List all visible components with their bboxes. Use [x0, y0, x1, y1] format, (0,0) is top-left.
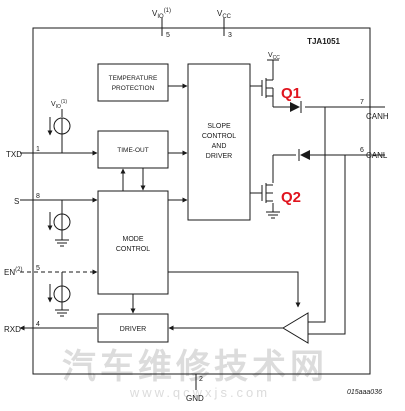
- diode-canh: [290, 101, 302, 113]
- diode-canl: [298, 149, 310, 161]
- pin-rxd-number: 4: [36, 321, 40, 328]
- block-mode-control: MODE CONTROL: [97, 190, 169, 295]
- internal-vcc-label: VCC: [268, 52, 280, 61]
- block-driver: DRIVER: [97, 313, 169, 343]
- svg-text:SLOPE: SLOPE: [207, 123, 231, 130]
- watermark-title: 汽车维修技术网: [62, 348, 328, 386]
- pin-canl-number: 6: [360, 147, 364, 154]
- chip-name: TJA1051: [307, 37, 340, 46]
- pin-gnd-number: 2: [199, 376, 203, 383]
- q1-label: Q1: [281, 85, 301, 102]
- pin-vio: VIO(1) 5: [152, 8, 171, 39]
- figure-id: 015aaa036: [347, 389, 382, 396]
- pin-gnd-label: GND: [186, 394, 204, 403]
- chip-outline: [32, 27, 371, 375]
- pin-txd-label: TXD: [6, 150, 22, 159]
- svg-text:DRIVER: DRIVER: [120, 326, 146, 333]
- q2-label: Q2: [281, 189, 301, 206]
- pin-canh-number: 7: [360, 99, 364, 106]
- wiring: [19, 59, 385, 390]
- pin-vio-number: 5: [166, 32, 170, 39]
- block-temperature-protection: TEMPERATURE PROTECTION: [97, 63, 169, 102]
- svg-text:DRIVER: DRIVER: [206, 153, 232, 160]
- svg-text:VIO(1): VIO(1): [152, 8, 171, 20]
- transistor-q1: [261, 78, 274, 98]
- watermark-url: www.qcwxjs.com: [129, 385, 270, 400]
- pin-en-number: 5: [36, 265, 40, 272]
- receiver-comparator: [282, 312, 309, 344]
- svg-text:CONTROL: CONTROL: [202, 133, 236, 140]
- block-time-out: TIME-OUT: [97, 130, 169, 169]
- pin-rxd-label: RXD: [4, 325, 21, 334]
- pin-s-label: S: [14, 197, 19, 206]
- pin-vcc: VCC 3: [217, 9, 232, 39]
- svg-text:TIME-OUT: TIME-OUT: [117, 147, 148, 154]
- vio-source-label: VIO(1): [51, 99, 67, 110]
- pin-canl-label: CANL: [366, 151, 388, 160]
- svg-text:TEMPERATURE: TEMPERATURE: [109, 75, 158, 82]
- pin-canh-label: CANH: [366, 112, 389, 121]
- svg-text:CONTROL: CONTROL: [116, 246, 150, 253]
- vio-current-source: [47, 109, 71, 153]
- pin-s-number: 8: [36, 193, 40, 200]
- pin-en-label: EN(2): [4, 267, 22, 277]
- svg-text:VCC: VCC: [217, 9, 232, 20]
- en-pulldown-source: [47, 272, 71, 317]
- block-slope-control: SLOPE CONTROL AND DRIVER: [187, 63, 251, 221]
- svg-text:AND: AND: [212, 143, 227, 150]
- watermark: 汽车维修技术网 www.qcwxjs.com: [62, 348, 328, 400]
- q2-ground: [266, 211, 280, 219]
- s-pulldown-source: [47, 200, 71, 247]
- svg-text:MODE: MODE: [123, 236, 144, 243]
- transistor-q2: [261, 183, 273, 203]
- svg-text:PROTECTION: PROTECTION: [112, 85, 155, 92]
- pin-vcc-number: 3: [228, 32, 232, 39]
- pin-txd-number: 1: [36, 146, 40, 153]
